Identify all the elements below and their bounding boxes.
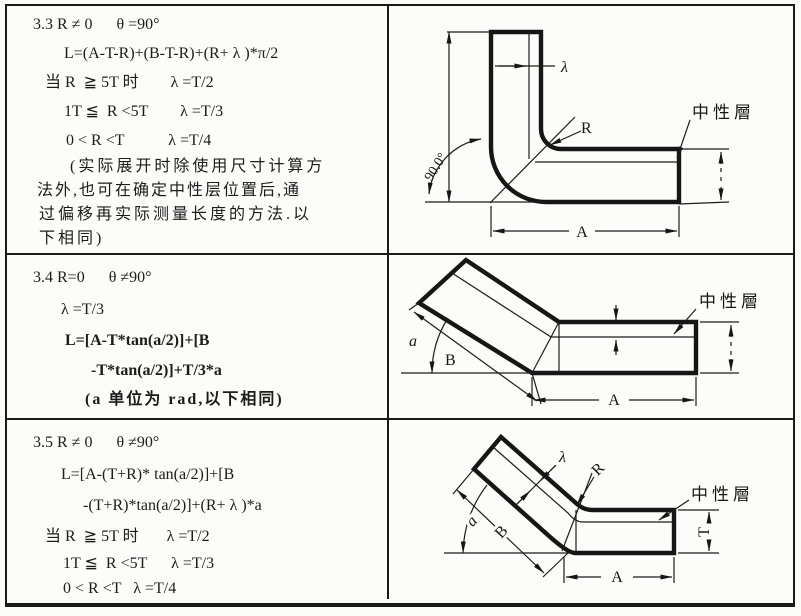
dim-a-label: A	[576, 224, 588, 241]
note-line: 法外,也可在确定中性层位置后,通	[37, 182, 302, 199]
condition-line: 1T ≦ R <5T λ =T/3	[63, 555, 215, 572]
part-outline	[415, 257, 699, 376]
angle-label: a	[409, 333, 417, 350]
row-3-4-diagram-cell: a B A 中性層	[389, 255, 789, 418]
row-3-3-diagram-cell: λ R 90.0° A 中性層	[389, 6, 789, 253]
row-3-3-text-cell: 3.3 R ≠ 0 θ =90° L=(A-T-R)+(B-T-R)+(R+ λ…	[7, 6, 389, 253]
note-line: (a 单位为 rad,以下相同)	[85, 391, 284, 408]
bend-diagram-90deg: λ R 90.0° A 中性層	[422, 29, 755, 244]
dimension-lines	[413, 305, 739, 406]
bend-diagram-radius-angle: λ R a B A T 中性層	[444, 433, 754, 589]
bend-formula-table: 3.3 R ≠ 0 θ =90° L=(A-T-R)+(B-T-R)+(R+ λ…	[5, 4, 795, 607]
dim-a-label: A	[608, 392, 620, 409]
dimension-lines	[427, 31, 730, 237]
condition-line: 0 < R <T λ =T/4	[66, 132, 212, 149]
condition-line: λ =T/3	[61, 301, 104, 318]
lambda-label: λ	[560, 59, 568, 76]
condition-line: 1T ≦ R <5T λ =T/3	[64, 103, 224, 120]
note-line: (实际展开时除使用尺寸计算方	[70, 158, 326, 175]
row-3-3: 3.3 R ≠ 0 θ =90° L=(A-T-R)+(B-T-R)+(R+ λ…	[7, 6, 793, 255]
condition-line: 0 < R <T λ =T/4	[63, 580, 177, 597]
row-3-4: 3.4 R=0 θ ≠90° λ =T/3 L=[A-T*tan(a/2)]+[…	[7, 255, 793, 420]
dimension-lines	[456, 464, 719, 583]
angle-label: a	[463, 513, 481, 530]
condition-line: 当 R ≧ 5T 时 λ =T/2	[45, 74, 214, 91]
neutral-layer-label: 中性層	[699, 292, 762, 311]
neutral-layer-label: 中性層	[692, 103, 755, 122]
note-line: 下相同)	[39, 230, 105, 247]
part-outline	[488, 29, 682, 205]
construction-lines	[425, 31, 679, 204]
section-header: 3.4 R=0 θ ≠90°	[33, 269, 152, 286]
thickness-label: T	[696, 527, 713, 537]
section-header: 3.3 R ≠ 0 θ =90°	[33, 16, 160, 33]
row-3-5: 3.5 R ≠ 0 θ ≠90° L=[A-(T+R)* tan(a/2)]+[…	[7, 420, 793, 599]
formula-line: L=[A-T*tan(a/2)]+[B	[65, 332, 210, 349]
section-header: 3.5 R ≠ 0 θ ≠90°	[33, 434, 160, 451]
formula-line: -T*tan(a/2)]+T/3*a	[91, 362, 222, 379]
part-outline	[470, 433, 677, 556]
condition-line: 当 R ≧ 5T 时 λ =T/2	[45, 528, 210, 545]
note-line: 过偏移再实际测量长度的方法.以	[39, 206, 313, 223]
construction-lines	[401, 272, 696, 405]
formula-line: -(T+R)*tan(a/2)]+(R+ λ )*a	[83, 497, 262, 514]
neutral-layer-label: 中性層	[691, 485, 754, 504]
lambda-label: λ	[558, 449, 566, 466]
formula-line: L=[A-(T+R)* tan(a/2)]+[B	[61, 466, 235, 483]
formula-line: L=(A-T-R)+(B-T-R)+(R+ λ )*π/2	[64, 45, 279, 62]
row-3-4-text-cell: 3.4 R=0 θ ≠90° λ =T/3 L=[A-T*tan(a/2)]+[…	[7, 255, 389, 418]
row-3-5-text-cell: 3.5 R ≠ 0 θ ≠90° L=[A-(T+R)* tan(a/2)]+[…	[7, 420, 389, 599]
arm-b-label: B	[445, 352, 456, 369]
bend-diagram-sharp-angle: a B A 中性層	[401, 257, 762, 412]
radius-label: R	[589, 459, 609, 479]
row-3-5-diagram-cell: λ R a B A T 中性層	[389, 420, 789, 599]
angle-label: 90.0°	[422, 151, 451, 184]
radius-label: R	[581, 120, 592, 137]
dim-a-label: A	[611, 569, 623, 586]
